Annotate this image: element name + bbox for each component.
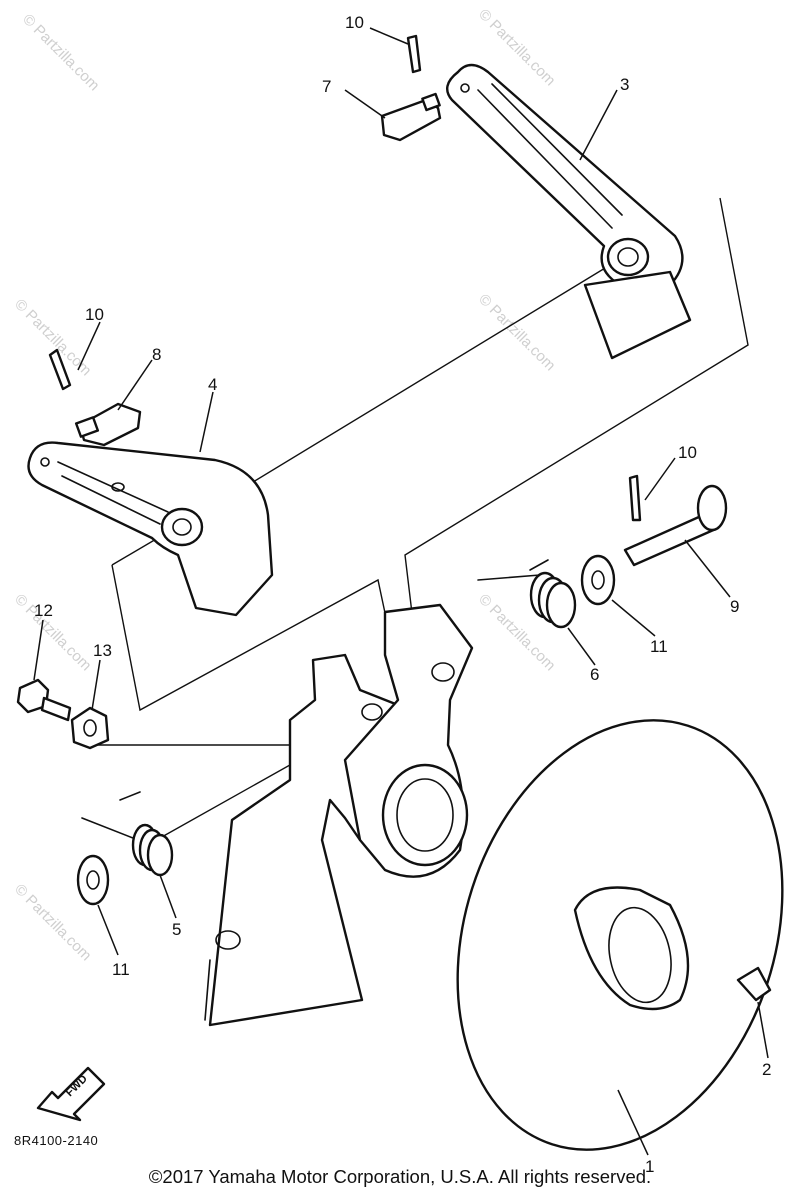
watermark: © Partzilla.com: [19, 11, 102, 94]
callout-7: 7: [322, 77, 331, 96]
fwd-arrow-icon: FWD: [36, 1066, 106, 1122]
key-2: [736, 966, 772, 1002]
cotter-pin-10-top: [406, 34, 422, 74]
pin-7: [380, 92, 442, 142]
callout-9: 9: [730, 597, 739, 616]
washer-11-left: [76, 854, 110, 906]
nut-13: [70, 706, 110, 750]
bolt-12: [16, 678, 72, 722]
shaft-9: [623, 484, 728, 567]
callout-11: 11: [112, 960, 130, 979]
spring-6: [477, 559, 577, 629]
callout-13: 13: [93, 641, 112, 660]
watermark: © Partzilla.com: [11, 296, 94, 379]
callout-4: 4: [208, 375, 217, 394]
callout-5: 5: [172, 920, 181, 939]
callout-1: 1: [645, 1157, 654, 1176]
callout-10: 10: [85, 305, 104, 324]
leader-lines: [33, 27, 769, 1156]
callout-10: 10: [345, 13, 364, 32]
copyright-notice: ©2017 Yamaha Motor Corporation, U.S.A. A…: [148, 1166, 652, 1187]
callout-labels: 10 7 3 10 8 4 10 9 11 6 12 13 5 11 2 1: [34, 13, 771, 1176]
callout-11: 11: [650, 637, 668, 656]
cotter-pin-10-left: [48, 348, 72, 391]
callout-3: 3: [620, 75, 629, 94]
sheave-1: [456, 719, 784, 1151]
callout-2: 2: [762, 1060, 771, 1079]
spring-5: [81, 791, 174, 877]
callout-12: 12: [34, 601, 53, 620]
sheave-bracket: [204, 603, 474, 1027]
callout-6: 6: [590, 665, 599, 684]
washer-11-right: [580, 554, 616, 606]
callout-8: 8: [152, 345, 161, 364]
callout-10: 10: [678, 443, 697, 462]
arm-3: [446, 63, 692, 360]
diagram-code: 8R4100-2140: [14, 1133, 99, 1148]
cotter-pin-10-right: [628, 474, 642, 522]
arm-4: [27, 441, 274, 617]
pin-8: [74, 402, 142, 447]
